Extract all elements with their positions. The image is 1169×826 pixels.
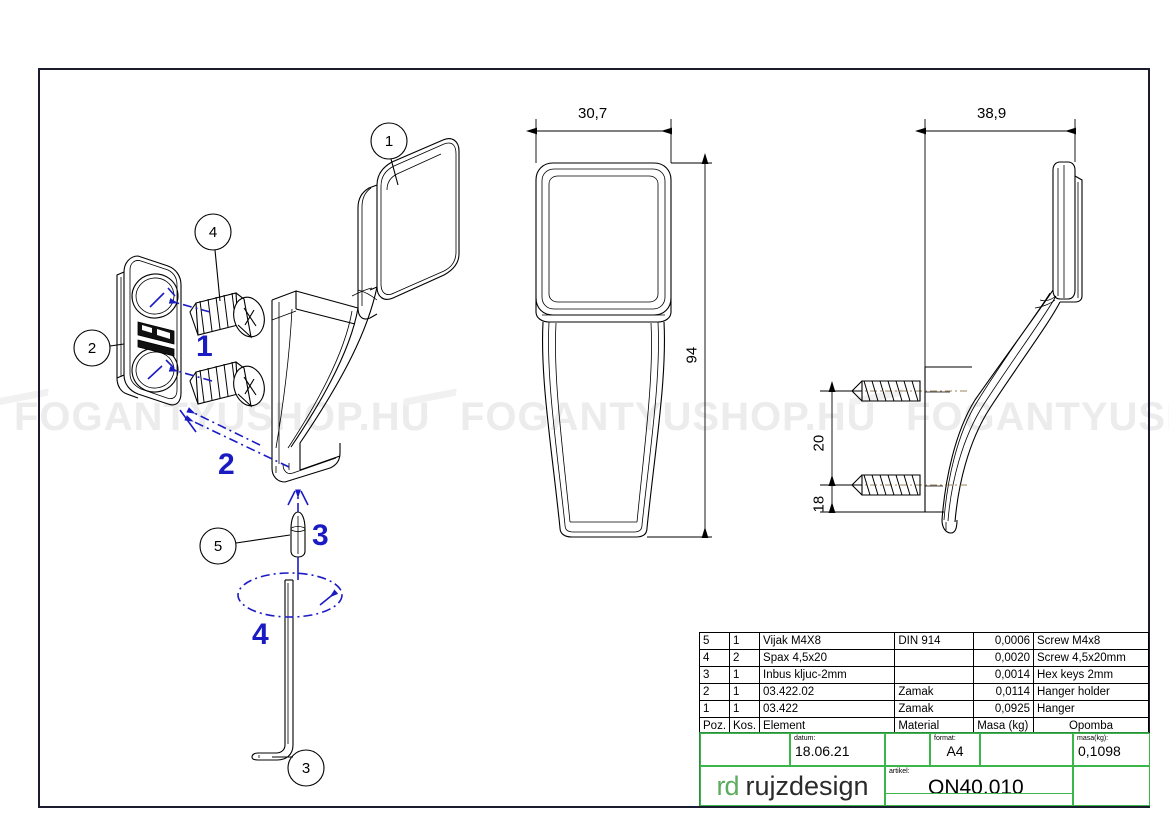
title-block: datum: 18.06.21 format: A4 masa(kg): 0,1… [699,732,1150,806]
cell-opomba: Hanger holder [1033,683,1149,701]
cell-poz: 2 [698,683,731,701]
cell-material: DIN 914 [894,632,975,650]
header-material: Material [894,717,975,735]
company-logo: rd rujzdesign [700,766,885,806]
title-block-blank-mid2 [980,733,1073,766]
step-number-1: 1 [196,330,213,363]
masa-value: 0,1098 [1078,743,1121,759]
cell-opomba: Hex keys 2mm [1033,666,1149,684]
cell-material [894,649,975,667]
cell-element: Inbus kljuc-2mm [759,666,896,684]
title-block-blank-right [1073,766,1150,806]
dimension-hole-top: 20 [810,434,828,452]
parts-list-table: 5 1 Vijak M4X8 DIN 914 0,0006 Screw M4x8… [698,632,1149,735]
table-row: 3 1 Inbus kljuc-2mm 0,0014 Hex keys 2mm [698,666,1149,684]
cell-kos: 1 [729,632,761,650]
format-label: format: [934,735,956,742]
balloon-2-label: 2 [87,340,97,357]
format-value: A4 [946,743,964,759]
dimension-front-width: 30,7 [578,105,608,122]
cell-poz: 5 [698,632,731,650]
dimension-side-depth: 38,9 [977,105,1007,122]
cell-masa: 0,0114 [973,683,1034,701]
cell-element: Vijak M4X8 [759,632,896,650]
cell-kos: 2 [729,649,761,667]
masa-cell: masa(kg): 0,1098 [1073,733,1150,766]
rd-logo-mark: rd [716,770,739,801]
step-number-3: 3 [312,519,329,552]
drawing-frame-border [38,68,1150,808]
cell-poz: 4 [698,649,731,667]
format-cell: format: A4 [930,733,980,766]
cell-element: 03.422 [759,700,896,718]
dimension-front-height: 94 [683,346,701,364]
parts-table-body: 5 1 Vijak M4X8 DIN 914 0,0006 Screw M4x8… [698,632,1149,735]
cell-masa: 0,0014 [973,666,1034,684]
cell-kos: 1 [729,700,761,718]
cell-kos: 1 [729,683,761,701]
title-block-blank-bottom [885,793,1073,806]
balloon-1-label: 1 [384,133,394,150]
cell-material [894,666,975,684]
datum-cell: datum: 18.06.21 [790,733,885,766]
masa-label: masa(kg): [1077,735,1109,742]
cell-opomba: Hanger [1033,700,1149,718]
title-block-blank-mid [885,733,930,766]
watermark-text-center: FOGANTYUSHOP.HU [460,395,877,439]
artikel-label: artikel: [889,768,910,775]
dimension-hole-bottom: 18 [810,495,828,513]
cell-material: Zamak [894,683,975,701]
cell-material: Zamak [894,700,975,718]
cell-poz: 3 [698,666,731,684]
table-row: 2 1 03.422.02 Zamak 0,0114 Hanger holder [698,683,1149,701]
balloon-4-label: 4 [208,224,218,241]
cell-element: 03.422.02 [759,683,896,701]
datum-label: datum: [794,735,816,742]
cell-masa: 0,0006 [973,632,1034,650]
cell-masa: 0,0925 [973,700,1034,718]
table-row: 4 2 Spax 4,5x20 0,0020 Screw 4,5x20mm [698,649,1149,667]
title-block-blank-left [700,733,790,766]
table-row: 5 1 Vijak M4X8 DIN 914 0,0006 Screw M4x8 [698,632,1149,650]
datum-value: 18.06.21 [795,743,850,759]
balloon-3-label: 3 [301,760,311,777]
step-number-2: 2 [218,448,235,481]
table-row: 1 1 03.422 Zamak 0,0925 Hanger [698,700,1149,718]
step-number-4: 4 [252,618,269,651]
cell-masa: 0,0020 [973,649,1034,667]
cell-opomba: Screw 4,5x20mm [1033,649,1149,667]
cell-element: Spax 4,5x20 [759,649,896,667]
company-name: rujzdesign [745,770,869,801]
balloon-5-label: 5 [213,538,223,555]
cell-opomba: Screw M4x8 [1033,632,1149,650]
cell-poz: 1 [698,700,731,718]
cell-kos: 1 [729,666,761,684]
